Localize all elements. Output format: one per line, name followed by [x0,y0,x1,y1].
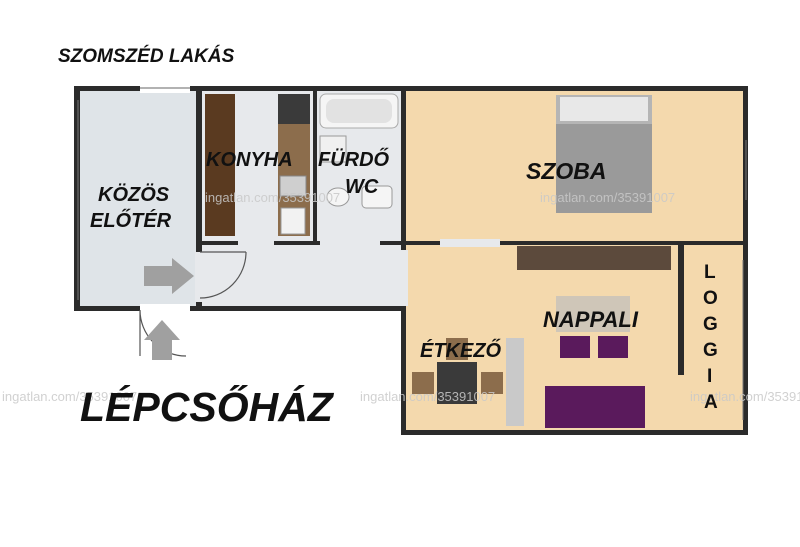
entry-arrow-up [144,320,180,360]
common-hall-label-1: KÖZÖS [98,184,170,206]
kitchen-stove [279,175,307,197]
sofa [545,386,645,428]
bathroom-label-2: WC [345,176,379,198]
living-label: NAPPALI [543,307,638,332]
loggia-letter: G [703,314,718,335]
common-hall-label-2: ELŐTÉR [90,210,172,232]
hall-door-gap [195,252,204,302]
kitchen-counter-top [278,94,310,124]
watermark: ingatlan.com/35391007 [2,389,138,404]
bed-pillows [560,97,648,121]
loggia-letter: A [704,392,718,413]
loggia-letter: O [703,288,718,309]
bedroom-door-gap [440,239,500,247]
hall-floor [200,245,405,310]
staircase-label: LÉPCSŐHÁZ [80,384,333,430]
watermark: ingatlan.com/35391007 [690,389,800,404]
loggia-letter: L [704,262,716,283]
living-door-gap [399,250,408,306]
watermark: ingatlan.com/35391007 [540,190,676,205]
chair-left [412,372,434,394]
kitchen-label: KONYHA [206,149,293,171]
washbasin [361,185,393,209]
bathroom-label-1: FÜRDŐ [318,149,390,171]
pouf-left [560,336,590,358]
watermark: ingatlan.com/35391007 [360,389,496,404]
kitchen-door-gap [238,239,274,247]
toilet [326,187,350,207]
chair-top [446,338,468,360]
bathtub-inner [326,99,392,123]
loggia-letter: G [703,340,718,361]
tv-cabinet [517,246,671,270]
entry-arrow-right [144,258,194,294]
washing-machine [319,135,347,163]
neighbor-label: SZOMSZÉD LAKÁS [58,46,235,67]
dining-table [437,362,477,404]
entry-door-gap [140,304,190,313]
dining-divider [506,338,524,426]
coffee-table [556,296,630,332]
chair-right [481,372,503,394]
loggia-letter: I [707,366,713,387]
kitchen-sink [280,207,306,235]
bath-door-gap [320,239,380,247]
bedroom-label: SZOBA [526,158,607,184]
hall-door-swing [199,251,247,299]
watermark: ingatlan.com/35391007 [205,190,341,205]
bed-cover [556,124,652,213]
pouf-right [598,336,628,358]
kitchen-counter [205,94,235,236]
windows [77,100,747,420]
dining-label: ÉTKEZŐ [420,340,502,362]
